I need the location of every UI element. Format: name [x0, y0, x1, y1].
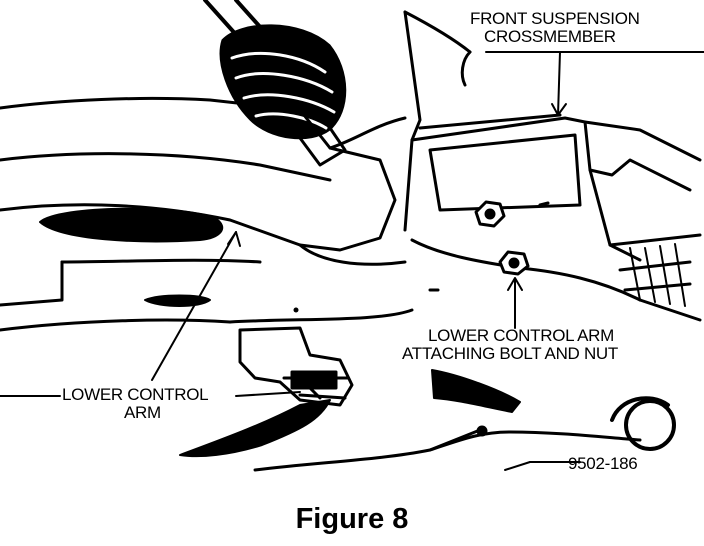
crossmember [403, 10, 702, 322]
crossmember-ribs [629, 243, 686, 307]
figure-code: 9502-186 [568, 454, 638, 473]
control-arm-slot [144, 294, 211, 307]
leader-lines [0, 51, 704, 471]
lower-wedge-left [179, 399, 331, 458]
label-line-2: CROSSMEMBER [484, 27, 616, 46]
label-line-2: ARM [124, 403, 161, 422]
bushing-bracket [238, 326, 354, 407]
control-arm-opening [39, 207, 224, 243]
cv-boot [219, 24, 347, 167]
label-lower-control-arm: LOWER CONTROL ARM [62, 385, 209, 422]
lower-nut [476, 425, 488, 437]
mark-dash-2 [538, 201, 550, 207]
label-line-2: ATTACHING BOLT AND NUT [402, 344, 618, 363]
ground-line [253, 428, 642, 472]
label-lower-control-arm-bolt-nut: LOWER CONTROL ARM ATTACHING BOLT AND NUT [402, 327, 618, 363]
figure-caption: Figure 8 [295, 503, 409, 535]
rivet-dot [293, 307, 299, 313]
label-line-1: LOWER CONTROL [62, 385, 209, 404]
label-line-1: LOWER CONTROL ARM [428, 326, 615, 345]
wheel-rim [610, 396, 676, 451]
bolt-upper [474, 200, 506, 228]
label-line-1: FRONT SUSPENSION [470, 9, 640, 28]
lower-wedge-right [431, 369, 521, 413]
bolt-lower [498, 250, 530, 276]
label-front-suspension-crossmember: FRONT SUSPENSION CROSSMEMBER [470, 10, 640, 46]
